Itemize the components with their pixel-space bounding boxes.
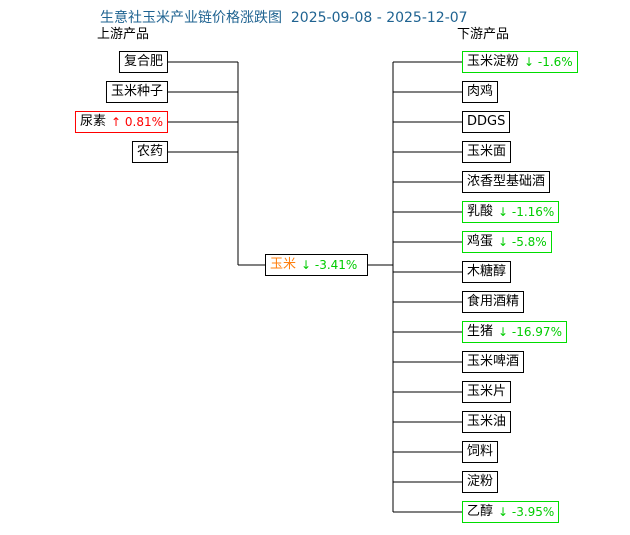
price-change-down: ↓ -1.6% bbox=[524, 55, 573, 69]
price-change-down: ↓ -3.95% bbox=[498, 505, 555, 519]
price-change-down: ↓ -1.16% bbox=[498, 205, 555, 219]
node-label: 玉米油 bbox=[467, 414, 507, 429]
node-label: 木糖醇 bbox=[467, 264, 507, 279]
node-label: 复合肥 bbox=[123, 54, 163, 69]
downstream-node[interactable]: 乙醇 ↓ -3.95% bbox=[462, 501, 560, 523]
downstream-node[interactable]: 玉米片 bbox=[462, 381, 512, 403]
node-label: 肉鸡 bbox=[467, 84, 494, 99]
hub-node-corn[interactable]: 玉米 ↓ -3.41% bbox=[265, 254, 368, 276]
downstream-node[interactable]: 玉米面 bbox=[462, 141, 512, 163]
upstream-column-header: 上游产品 bbox=[97, 27, 150, 42]
price-change-down: ↓ -5.8% bbox=[498, 235, 547, 249]
node-label: 淀粉 bbox=[467, 474, 494, 489]
hub-label: 玉米 bbox=[270, 257, 297, 272]
node-label: 鸡蛋 bbox=[467, 234, 494, 249]
node-label: 浓香型基础酒 bbox=[467, 174, 546, 189]
upstream-node[interactable]: 农药 bbox=[131, 141, 168, 163]
node-label: 乳酸 bbox=[467, 204, 494, 219]
downstream-node[interactable]: 鸡蛋 ↓ -5.8% bbox=[462, 231, 552, 253]
node-label: 生猪 bbox=[467, 324, 494, 339]
upstream-node[interactable]: 复合肥 bbox=[118, 51, 168, 73]
downstream-node[interactable]: 肉鸡 bbox=[462, 81, 499, 103]
upstream-node[interactable]: 玉米种子 bbox=[105, 81, 168, 103]
price-change-up: ↑ 0.81% bbox=[111, 115, 163, 129]
downstream-node[interactable]: DDGS bbox=[462, 111, 511, 133]
hub-price-change-down: ↓ -3.41% bbox=[301, 258, 358, 272]
node-label: 乙醇 bbox=[467, 504, 494, 519]
downstream-node[interactable]: 玉米啤酒 bbox=[462, 351, 525, 373]
downstream-node[interactable]: 木糖醇 bbox=[462, 261, 512, 283]
downstream-node[interactable]: 饲料 bbox=[462, 441, 499, 463]
node-label: 食用酒精 bbox=[467, 294, 520, 309]
node-label: 农药 bbox=[136, 144, 163, 159]
chart-title: 生意社玉米产业链价格涨跌图 2025-09-08 - 2025-12-07 bbox=[100, 10, 468, 26]
node-label: 饲料 bbox=[467, 444, 494, 459]
downstream-node[interactable]: 玉米淀粉 ↓ -1.6% bbox=[462, 51, 578, 73]
downstream-node[interactable]: 玉米油 bbox=[462, 411, 512, 433]
downstream-node[interactable]: 生猪 ↓ -16.97% bbox=[462, 321, 567, 343]
downstream-node[interactable]: 食用酒精 bbox=[462, 291, 525, 313]
node-label: 尿素 bbox=[79, 114, 106, 129]
downstream-node[interactable]: 乳酸 ↓ -1.16% bbox=[462, 201, 560, 223]
node-label: 玉米淀粉 bbox=[467, 54, 520, 69]
node-label: 玉米面 bbox=[467, 144, 507, 159]
price-change-down: ↓ -16.97% bbox=[498, 325, 562, 339]
downstream-node[interactable]: 浓香型基础酒 bbox=[462, 171, 551, 193]
node-label: DDGS bbox=[467, 114, 506, 129]
downstream-node[interactable]: 淀粉 bbox=[462, 471, 499, 493]
upstream-node[interactable]: 尿素 ↑ 0.81% bbox=[74, 111, 168, 133]
node-label: 玉米啤酒 bbox=[467, 354, 520, 369]
downstream-column-header: 下游产品 bbox=[457, 27, 510, 42]
node-label: 玉米片 bbox=[467, 384, 507, 399]
node-label: 玉米种子 bbox=[110, 84, 163, 99]
